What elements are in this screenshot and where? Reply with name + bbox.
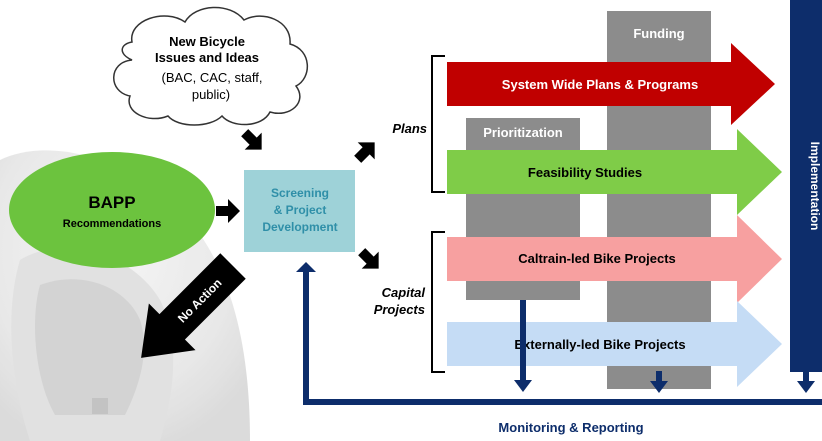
screening-box [244,170,355,252]
capital-bracket [431,231,445,373]
capital-label-line2: Projects [374,302,425,317]
plans-bracket [431,55,445,193]
caltrain-arrow [447,215,782,303]
system-wide-arrow [447,43,775,125]
feedback-loop [296,262,822,405]
implementation-label: Implementation [808,142,822,231]
cloud-line-2: Issues and Ideas [155,50,259,65]
ideas-cloud: New Bicycle Issues and Ideas (BAC, CAC, … [113,6,309,126]
cloud-line-1: New Bicycle [169,34,245,49]
prioritization-feedback-arrow [514,380,532,392]
screening-line-3: Development [262,220,337,234]
arrow-cloud-to-screening [241,129,262,150]
funding-label: Funding [633,26,684,41]
feasibility-arrow [447,129,782,215]
system-wide-arrow-label: System Wide Plans & Programs [502,77,698,92]
caltrain-arrow-label: Caltrain-led Bike Projects [518,251,676,266]
external-arrow-label: Externally-led Bike Projects [514,337,685,352]
screening-line-2: & Project [274,203,327,217]
plans-label: Plans [392,121,427,136]
funding-feedback-arrow [650,381,668,393]
bapp-ellipse [9,152,215,268]
implementation-column [790,0,822,372]
cloud-line-3: (BAC, CAC, staff, [162,70,263,85]
arrow-screening-to-plans [354,142,375,163]
feasibility-arrow-label: Feasibility Studies [528,165,642,180]
arrow-screening-to-capital [358,248,379,269]
bapp-title: BAPP [88,193,135,212]
capital-label-line1: Capital [382,285,426,300]
feedback-arrow-up [296,262,316,272]
arrow-bapp-to-screening [216,199,240,223]
screening-line-1: Screening [271,186,329,200]
bapp-subtitle: Recommendations [63,218,161,230]
prioritization-label: Prioritization [483,125,563,140]
external-arrow [447,301,782,387]
monitoring-bar [303,399,822,405]
implementation-feedback-arrow [797,381,815,393]
cloud-line-4: public) [192,87,230,102]
monitoring-label: Monitoring & Reporting [498,420,643,435]
